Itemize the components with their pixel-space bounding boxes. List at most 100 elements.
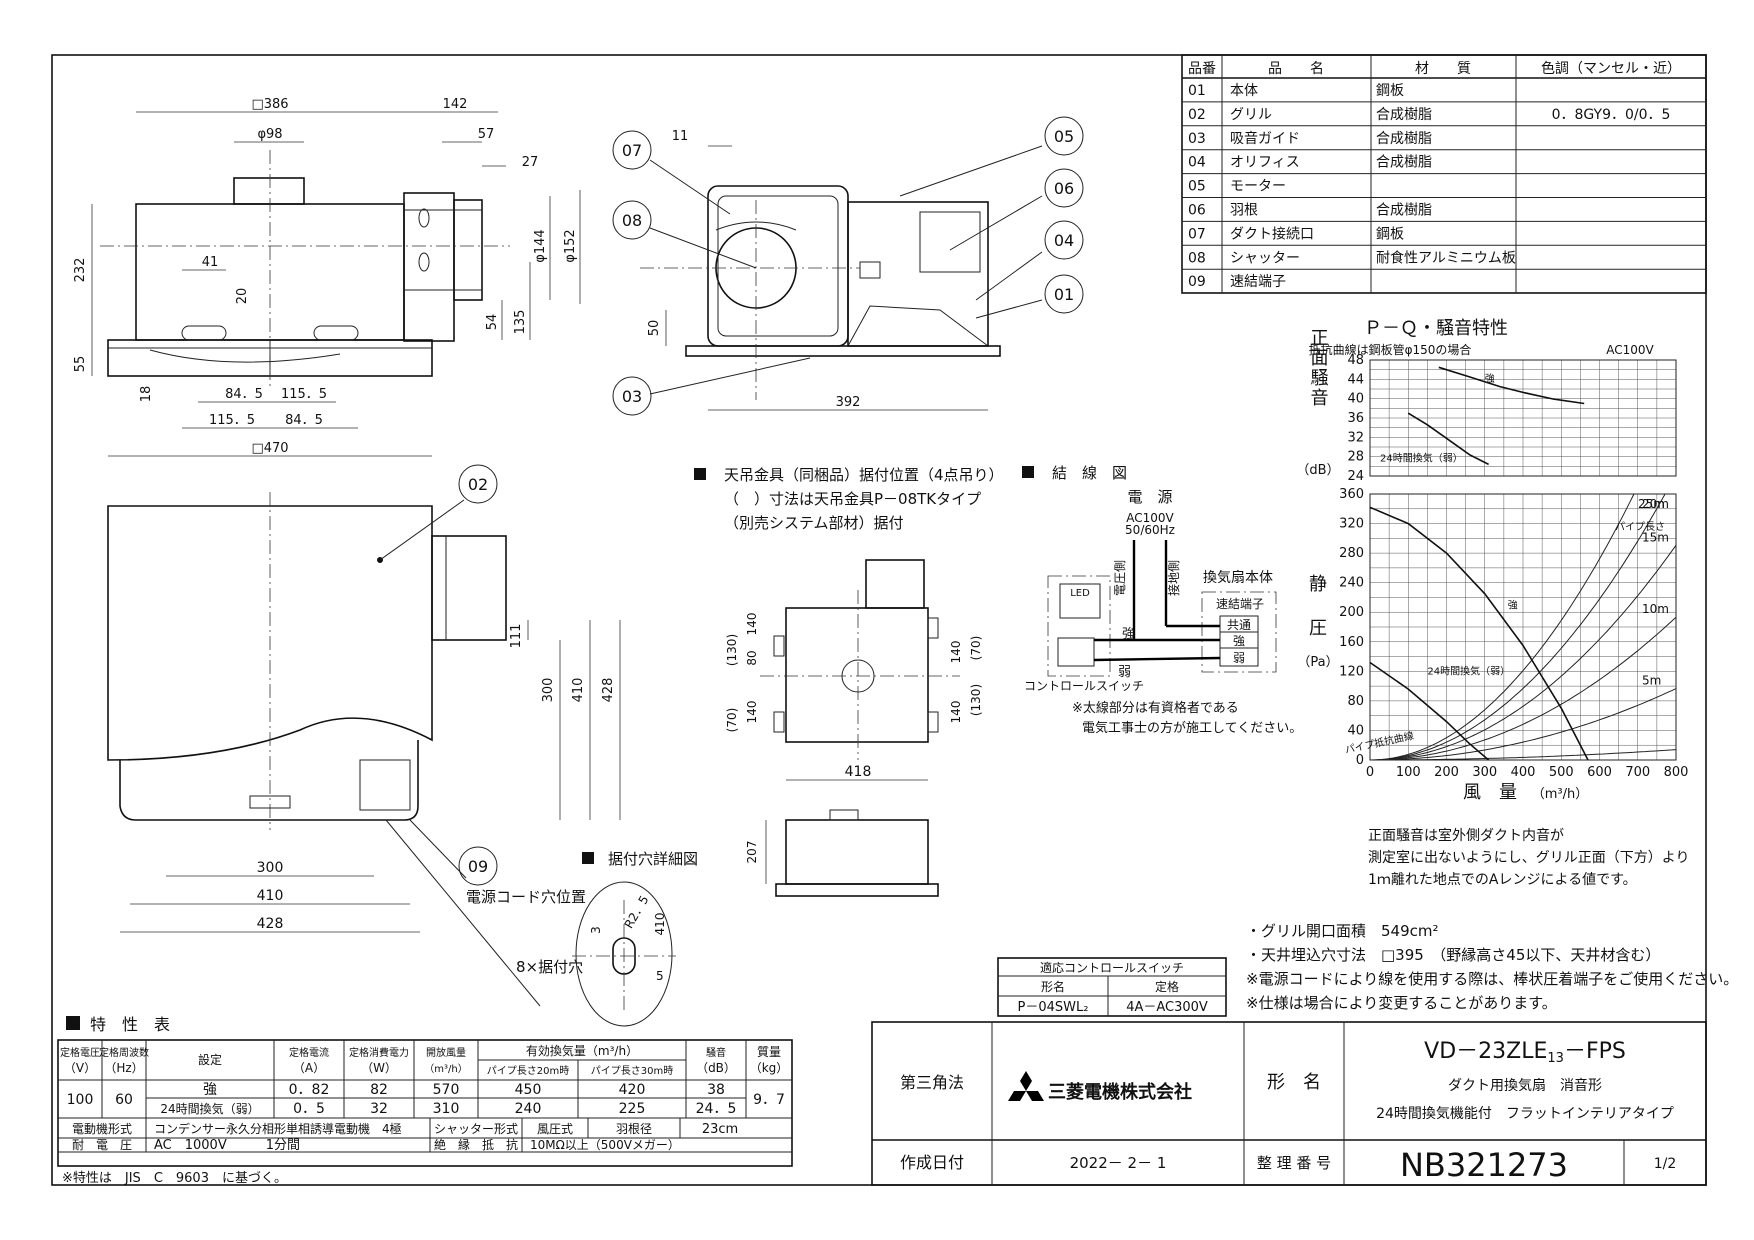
pq-ytick-label: 40 [1347,723,1364,738]
svg-text:06: 06 [1054,179,1074,198]
wiring-title: 結 線 図 [1052,464,1127,482]
pq-series-label: 強 [1508,599,1518,612]
mount-dim-r25: R2．5 [622,893,652,931]
noise-ytick-label: 40 [1347,392,1364,407]
pq-noise-chart: Ｐ－Ｑ・騒音特性 抵抗曲線は鋼板管φ150の場合 AC100V 正面騒音 （dB… [1296,318,1688,803]
pq-plot-frame [1369,493,1677,761]
dim-142: 142 [443,97,468,112]
wiring-strong-terminal: 強 [1233,634,1245,648]
parts-cell-no: 02 [1188,107,1206,123]
char-withstand-label: 耐 電 圧 [72,1138,132,1152]
wiring-note2: 電気工事士の方が施工してください。 [1082,720,1302,736]
noise-series-label: 24時間換気（弱） [1380,452,1463,465]
char-h-flow: 開放風量 [426,1046,466,1059]
wiring-strong-switch: 強 [1122,627,1135,642]
char-cell-eff30: 420 [619,1082,646,1098]
parts-cell-name: モーター [1230,179,1286,195]
noise-ytick-label: 24 [1347,469,1364,484]
pq-ytick-label: 80 [1347,694,1364,709]
dim-207: 207 [745,841,759,864]
svg-text:09: 09 [468,857,488,876]
char-h-eff30: パイプ長さ30m時 [591,1065,673,1077]
svg-text:08: 08 [622,211,642,230]
noise-supply: AC100V [1606,343,1654,357]
parts-header-name: 品 名 [1268,61,1324,77]
switch-table-h1: 形名 [1041,979,1065,994]
dim-phi152: φ152 [563,229,578,262]
char-h-eff20: パイプ長さ20m時 [487,1065,569,1077]
model-desc-2: 24時間換気機能付 フラットインテリアタイプ [1376,1106,1674,1122]
pq-xtick-label: 500 [1549,765,1574,780]
mount-detail: 据付穴詳細図 3 R2．5 410 5 8×据付穴 電源コード穴位置 [466,850,698,1027]
char-h-freq: 定格周波数 [99,1046,149,1059]
dim-r140b: 140 [949,701,963,724]
parts-cell-no: 04 [1188,155,1206,171]
char-h-eff: 有効換気量（m³/h） [526,1043,638,1058]
dim-l80: 80 [745,650,759,665]
char-voltage: 100 [67,1092,94,1108]
parts-cell-no: 01 [1188,83,1206,99]
char-insulation: 10MΩ以上（500Vメガー） [530,1138,680,1152]
hanger-note: 天吊金具（同梱品）据付位置（4点吊り） （ ）寸法は天吊金具P－08TKタイプ … [694,466,1004,532]
dim-11: 11 [672,129,689,144]
char-cell-setting: 24時間換気（弱） [160,1101,259,1116]
noise-ytick-label: 36 [1347,411,1364,426]
wiring-switch-label: コントロールスイッチ [1024,679,1144,693]
bottom-view-drawing: 111 300 410 428 300 410 428 [107,492,621,1007]
char-cell-eff30: 225 [619,1101,646,1117]
pq-resistance-label: 20m [1642,497,1669,511]
char-mass: 9．7 [753,1092,785,1108]
pq-resistance-curve [1370,493,1666,761]
char-shutter-label: シャッター形式 [434,1122,518,1136]
hanger-note-line3: （別売システム部材）据付 [724,514,904,532]
parts-cell-name: 吸音ガイド [1230,130,1300,147]
dim-41: 41 [202,255,219,270]
noise-yunit: （dB） [1296,463,1339,478]
pq-resistance-curve [1370,688,1677,761]
switch-table-v2: 4A－AC300V [1126,1000,1208,1015]
char-cell-power: 32 [370,1101,388,1117]
front-view-drawing: □386 142 φ98 57 27 232 φ144 φ152 41 20 5… [73,97,581,457]
parts-cell-name: 本体 [1230,83,1258,99]
noise-note: 抵抗曲線は鋼板管φ150の場合 [1309,342,1472,357]
char-insulation-label: 絶 縁 抵 抗 [434,1137,518,1152]
pq-resistance-curve [1370,545,1677,761]
mount-holes-label: 8×据付穴 [516,958,583,976]
noise-ylabel: 正面騒音 [1308,328,1329,408]
pq-resistance-label: 15m [1642,530,1669,544]
pq-xlabel: 風 量 [1463,782,1517,803]
char-blade-label: 羽根径 [616,1122,652,1136]
dim-55: 55 [73,356,88,373]
dim-l140b: 140 [745,613,759,636]
parts-cell-name: 羽根 [1230,203,1258,219]
char-freq: 60 [115,1092,133,1108]
dim-135: 135 [513,310,528,335]
char-h-mass: 質量 [757,1044,781,1059]
char-cell-setting: 強 [203,1082,217,1098]
noise-ytick-label: 28 [1347,450,1364,465]
side-view-drawing: 11 50 392 [640,129,1043,411]
wiring-live: 電圧側 [1113,560,1127,596]
char-cell-current: 0．82 [289,1082,330,1098]
parts-cell-no: 09 [1188,274,1206,290]
dim-18: 18 [139,386,154,403]
pq-ytick-label: 200 [1339,605,1364,620]
parts-cell-name: グリル [1230,107,1272,123]
pq-xtick-label: 0 [1366,765,1374,780]
dim-300-h: 300 [257,860,284,876]
dim-428-v: 428 [601,678,616,703]
char-h-power-unit: （W） [361,1061,397,1075]
parts-cell-material: 鋼板 [1376,226,1404,242]
dim-84-5-a: 84．5 [225,387,263,402]
switch-table: 適応コントロールスイッチ 形名 定格 P－04SWL₂ 4A－AC300V [997,957,1227,1017]
parts-cell-name: ダクト接続口 [1230,225,1314,242]
pq-ytick-label: 280 [1339,546,1364,561]
chart-note-2: 測定室に出ないようにし、グリル正面（下方）より [1368,849,1689,866]
noise-plot-frame [1369,359,1677,477]
dim-r70: (70) [969,636,983,661]
